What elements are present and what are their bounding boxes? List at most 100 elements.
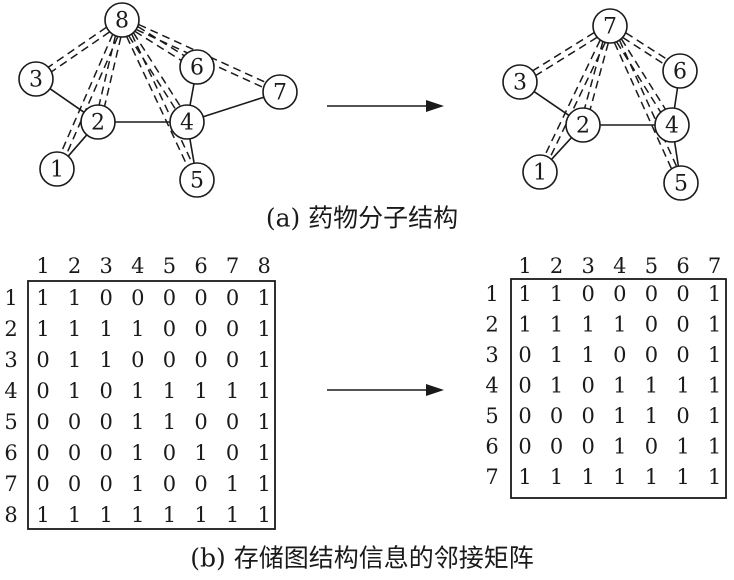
column-label: 5 (163, 254, 176, 278)
matrix-cell: 1 (550, 465, 563, 489)
row-label: 1 (485, 282, 498, 306)
matrix-cell: 1 (645, 374, 658, 398)
dashed-bond-8-2-1 (98, 35, 117, 105)
matrix-border (27, 280, 276, 530)
atom-node-7: 7 (262, 74, 298, 110)
bond-4-6 (673, 87, 679, 109)
matrix-cell: 1 (518, 465, 531, 489)
matrix-cell: 0 (36, 472, 49, 496)
dashed-bond-7-1-1 (544, 39, 601, 156)
matrix-cell: 1 (258, 472, 271, 496)
matrix-cell: 0 (582, 374, 595, 398)
atom-circle (502, 64, 538, 100)
row-label: 7 (485, 465, 498, 489)
matrix-cell: 1 (258, 286, 271, 310)
atom-node-6: 6 (662, 53, 698, 89)
matrix-cell: 1 (645, 465, 658, 489)
bond-3-2 (533, 90, 570, 117)
atom-circle (80, 104, 116, 140)
matrix-cell: 1 (131, 472, 144, 496)
atom-label: 1 (50, 158, 64, 183)
matrix-cell: 0 (226, 348, 239, 372)
dashed-bond-8-5-2 (131, 33, 193, 164)
dashed-bond-8-6-1 (134, 30, 182, 61)
matrix-cell: 1 (36, 286, 49, 310)
atom-circle (663, 165, 699, 201)
column-label: 3 (100, 254, 113, 278)
dashed-bond-7-6-1 (622, 36, 665, 65)
column-label: 7 (226, 254, 239, 278)
dashed-bond-7-6-2 (625, 32, 668, 61)
atom-label: 7 (273, 81, 287, 106)
matrix-cell: 1 (613, 435, 626, 459)
matrix-cell: 0 (194, 410, 207, 434)
matrix-cell: 0 (163, 441, 176, 465)
matrix-cell: 1 (68, 503, 81, 527)
matrix-cell: 1 (226, 379, 239, 403)
matrix-cell: 0 (676, 282, 689, 306)
matrix-cell: 1 (68, 348, 81, 372)
matrix-cell: 0 (518, 374, 531, 398)
atom-label: 1 (533, 161, 547, 186)
matrix-cell: 0 (613, 343, 626, 367)
row-label: 7 (4, 472, 17, 496)
matrix-cell: 0 (163, 286, 176, 310)
matrix-cell: 1 (550, 374, 563, 398)
dashed-bond-8-3-1 (48, 26, 107, 68)
caption-a: (a) 药物分子结构 (266, 204, 458, 233)
atom-node-6: 6 (179, 49, 215, 85)
matrix-cell: 0 (518, 404, 531, 428)
dashed-bond-7-4-1 (616, 41, 662, 113)
matrix-cell: 1 (258, 410, 271, 434)
column-label: 8 (258, 254, 271, 278)
matrix-cell: 0 (645, 343, 658, 367)
matrix-cell: 0 (163, 348, 176, 372)
dashed-bond-8-4-1 (128, 35, 177, 110)
matrix-cell: 1 (676, 435, 689, 459)
matrix-cell: 0 (226, 286, 239, 310)
matrix-cell: 0 (36, 379, 49, 403)
atom-node-5: 5 (179, 162, 215, 198)
row-label: 4 (4, 379, 17, 403)
matrix-cell: 0 (582, 435, 595, 459)
column-label: 7 (708, 254, 721, 278)
matrix-cell: 1 (131, 410, 144, 434)
matrix-cell: 0 (194, 472, 207, 496)
matrix-cell: 1 (708, 343, 721, 367)
matrix-cell: 0 (36, 410, 49, 434)
row-label: 6 (485, 435, 498, 459)
matrix-cell: 1 (708, 404, 721, 428)
atom-label: 4 (180, 111, 194, 136)
atom-node-7: 7 (592, 8, 628, 44)
atom-circle (654, 107, 690, 143)
matrix-cell: 1 (613, 374, 626, 398)
atom-circle (662, 53, 698, 89)
atom-node-5: 5 (663, 165, 699, 201)
matrix-border (510, 278, 727, 499)
atom-node-1: 1 (522, 154, 558, 190)
matrix-cell: 1 (258, 348, 271, 372)
matrix-cell: 0 (163, 472, 176, 496)
matrix-cell: 0 (613, 282, 626, 306)
dashed-bond-8-4-2 (132, 32, 181, 107)
row-label: 1 (4, 286, 17, 310)
matrix-cell: 1 (131, 379, 144, 403)
atom-circle (39, 151, 75, 187)
atom-node-3: 3 (18, 61, 54, 97)
matrix-cell: 0 (550, 404, 563, 428)
atom-label: 8 (115, 9, 129, 34)
dashed-bond-8-1-1 (60, 34, 114, 153)
row-label: 2 (485, 313, 498, 337)
matrix-cell: 1 (131, 503, 144, 527)
dashed-bond-7-5-1 (613, 42, 673, 169)
column-label: 1 (518, 254, 531, 278)
matrix-cell: 0 (194, 348, 207, 372)
atom-circle (104, 2, 140, 38)
matrix-cell: 0 (100, 379, 113, 403)
matrix-cell: 0 (194, 286, 207, 310)
column-label: 2 (550, 254, 563, 278)
atom-label: 3 (513, 71, 527, 96)
matrix-cell: 1 (518, 313, 531, 337)
atom-label: 2 (576, 114, 590, 139)
